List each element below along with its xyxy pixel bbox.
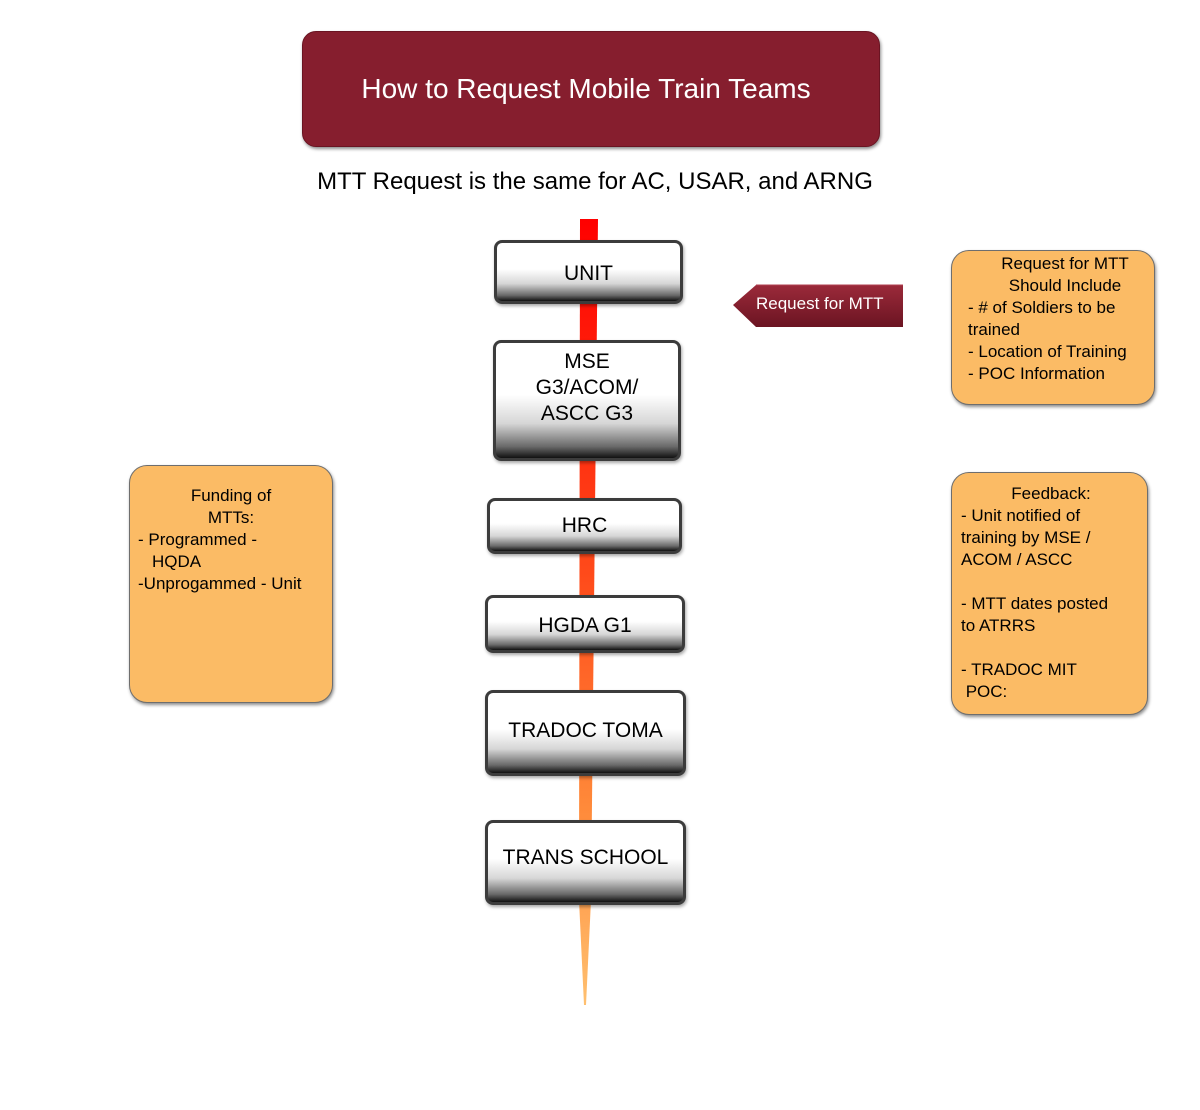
step-mse-line-1: MSE: [564, 350, 610, 373]
feedback-note-line: - Unit notified of: [961, 506, 1081, 525]
funding-note-heading-2: MTTs:: [207, 508, 255, 527]
step-tradoc-toma: TRADOC TOMA: [485, 690, 686, 776]
funding-note: Funding of MTTs: - Programmed - HQDA -Un…: [129, 465, 333, 703]
request-note-line: trained: [968, 320, 1020, 339]
request-note-line: - POC Information: [968, 364, 1105, 383]
step-hrc: HRC: [487, 498, 682, 554]
step-mse-line-2: G3/ACOM/: [535, 376, 639, 399]
feedback-note-line: - MTT dates posted: [961, 594, 1109, 613]
subtitle: MTT Request is the same for AC, USAR, an…: [317, 168, 873, 195]
feedback-note-line: [961, 637, 1141, 659]
feedback-note-line: - TRADOC MIT: [961, 660, 1077, 679]
step-tradoc-label: TRADOC TOMA: [508, 719, 663, 742]
request-note-heading-2: Should Include: [1008, 276, 1122, 295]
feedback-note-heading: Feedback:: [1011, 484, 1091, 503]
request-note-line: - Location of Training: [968, 342, 1127, 361]
funding-note-line: - Programmed -: [138, 530, 258, 549]
title-banner: How to Request Mobile Train Teams: [302, 31, 880, 147]
step-hrc-label: HRC: [561, 514, 608, 537]
step-mse-line-3: ASCC G3: [540, 402, 634, 425]
funding-note-line: -Unprogammed - Unit: [138, 574, 302, 593]
page-title: How to Request Mobile Train Teams: [361, 73, 811, 104]
request-contents-note: Request for MTT Should Include - # of So…: [951, 250, 1155, 405]
step-hgda-g1: HGDA G1: [485, 595, 685, 653]
funding-note-heading-1: Funding of: [190, 486, 272, 505]
request-tag-label: Request for MTT: [756, 294, 884, 313]
feedback-note: Feedback: - Unit notified of training by…: [951, 472, 1148, 715]
feedback-note-line: ACOM / ASCC: [961, 550, 1073, 569]
feedback-note-line: [961, 571, 1141, 593]
request-note-heading-1: Request for MTT: [1001, 254, 1129, 273]
step-unit: UNIT: [494, 240, 683, 304]
funding-note-line: HQDA: [152, 552, 202, 571]
step-trans-school: TRANS SCHOOL: [485, 820, 686, 905]
feedback-note-line: training by MSE /: [961, 528, 1091, 547]
step-unit-label: UNIT: [564, 262, 613, 285]
step-mse-g3: MSE G3/ACOM/ ASCC G3: [493, 340, 681, 461]
feedback-note-line: POC:: [961, 682, 1008, 701]
feedback-note-line: to ATRRS: [961, 616, 1036, 635]
step-hgda-label: HGDA G1: [538, 614, 632, 637]
step-trans-label: TRANS SCHOOL: [502, 846, 669, 869]
request-note-line: - # of Soldiers to be: [968, 298, 1116, 317]
request-tag-arrow: [733, 285, 903, 327]
